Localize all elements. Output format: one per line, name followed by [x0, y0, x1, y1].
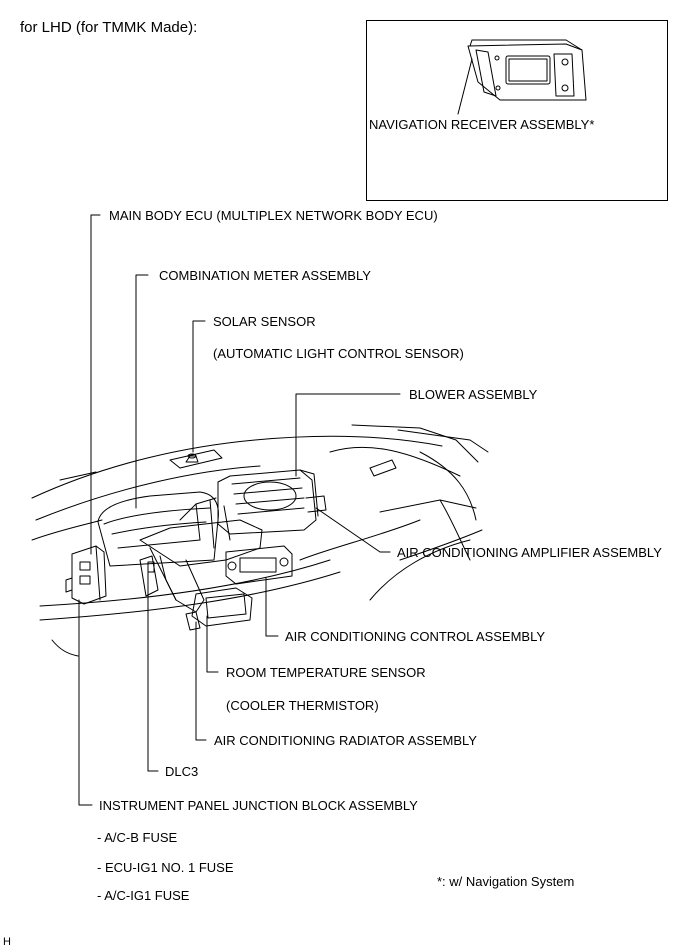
navigation-inset-box: [366, 20, 668, 201]
page-heading: for LHD (for TMMK Made):: [20, 19, 198, 36]
navigation-receiver-label: NAVIGATION RECEIVER ASSEMBLY*: [369, 117, 595, 132]
footnote: *: w/ Navigation System: [437, 874, 575, 889]
navigation-receiver-illustration: [457, 39, 587, 115]
solar-sensor-sub-label: (AUTOMATIC LIGHT CONTROL SENSOR): [213, 346, 464, 361]
solar-sensor-label: SOLAR SENSOR: [213, 314, 316, 329]
room-temp-sensor-sub-label: (COOLER THERMISTOR): [226, 698, 379, 713]
leader-lines: [78, 214, 401, 806]
ac-amplifier-label: AIR CONDITIONING AMPLIFIER ASSEMBLY: [397, 545, 662, 560]
fuse-item: - A/C-B FUSE: [97, 830, 178, 845]
solar-sensor-illustration: [185, 453, 199, 463]
corner-mark: H: [3, 936, 11, 948]
junction-block-label: INSTRUMENT PANEL JUNCTION BLOCK ASSEMBLY: [99, 798, 418, 813]
dashboard-outline: [31, 424, 489, 657]
room-temp-sensor-label: ROOM TEMPERATURE SENSOR: [226, 665, 426, 680]
combination-meter-label: COMBINATION METER ASSEMBLY: [159, 268, 371, 283]
junction-block-illustration: [65, 545, 107, 605]
fuse-item: - ECU-IG1 NO. 1 FUSE: [97, 860, 234, 875]
blower-assembly-illustration: [217, 469, 327, 535]
fuse-item: - A/C-IG1 FUSE: [97, 888, 190, 903]
dlc3-label: DLC3: [165, 764, 199, 779]
main-body-ecu-label: MAIN BODY ECU (MULTIPLEX NETWORK BODY EC…: [109, 208, 438, 223]
ac-radiator-label: AIR CONDITIONING RADIATOR ASSEMBLY: [214, 733, 477, 748]
ac-control-label: AIR CONDITIONING CONTROL ASSEMBLY: [285, 629, 546, 644]
ac-control-illustration: [225, 545, 293, 585]
blower-label: BLOWER ASSEMBLY: [409, 387, 538, 402]
ac-radiator-illustration: [185, 587, 253, 631]
